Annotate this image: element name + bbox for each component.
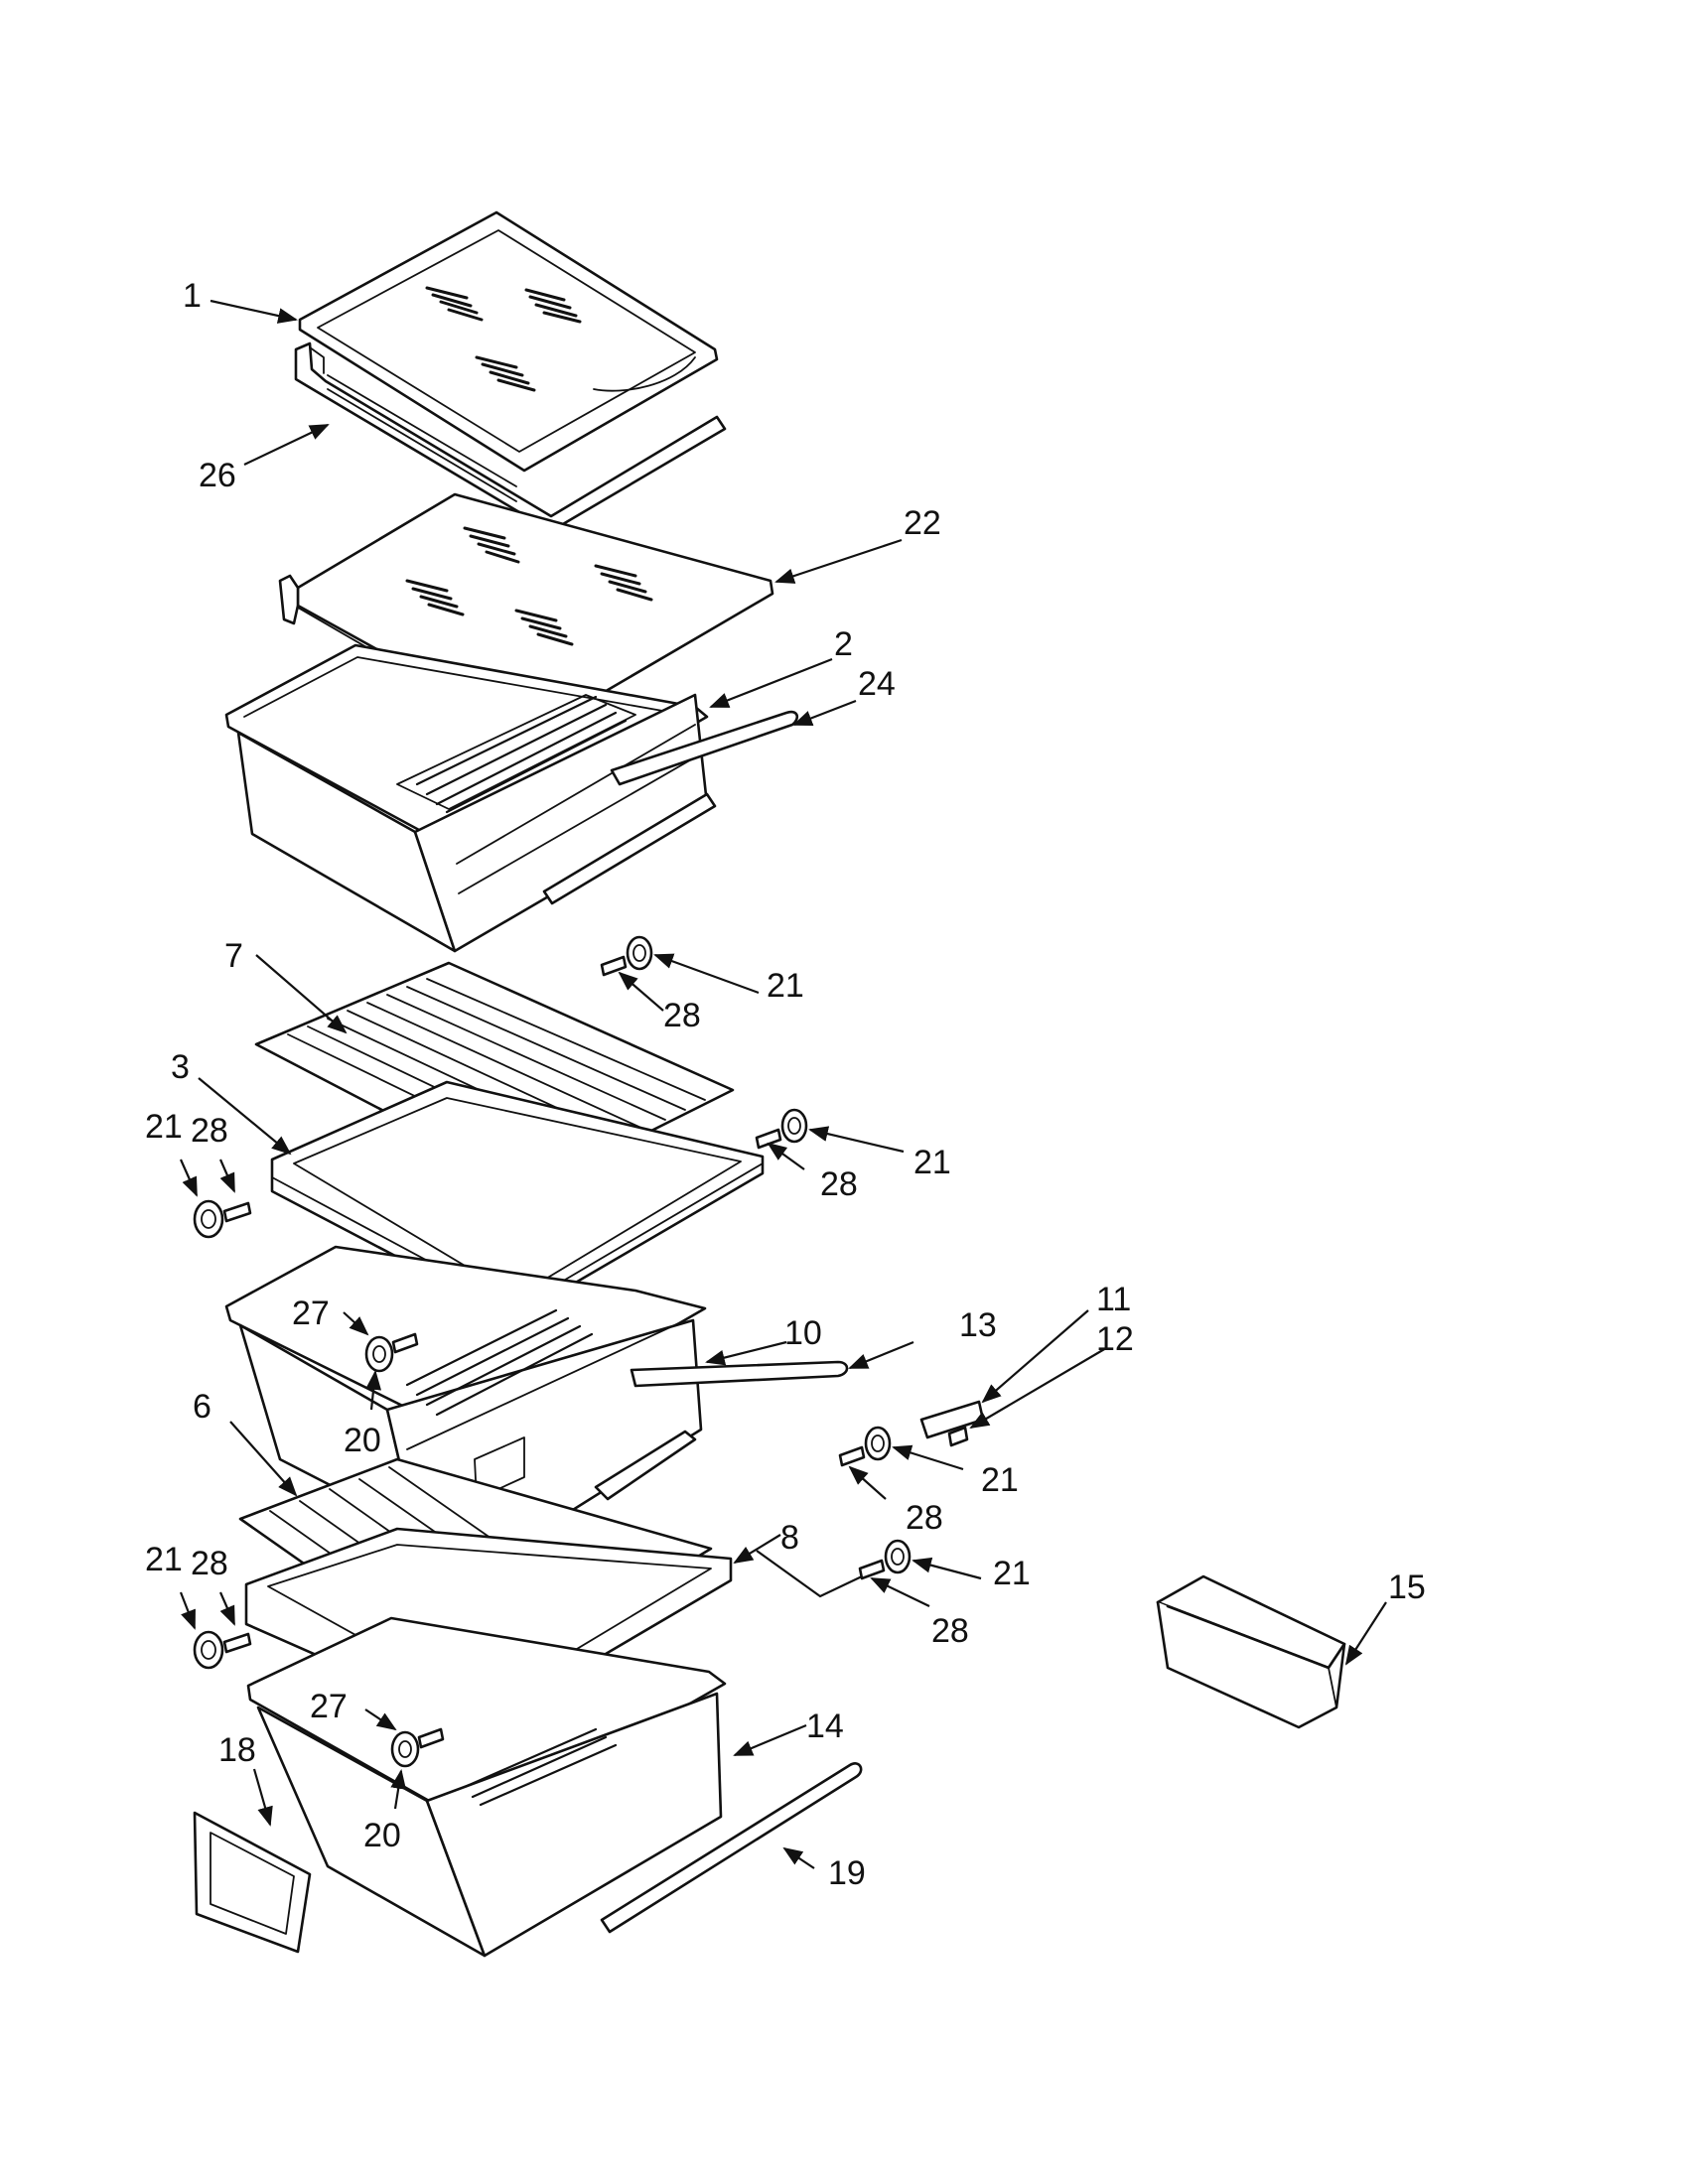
callout-26: 26	[199, 457, 236, 494]
callout-7: 7	[224, 937, 243, 975]
roller-27-lower	[390, 1727, 445, 1768]
leader-lines	[179, 299, 1387, 1869]
callout-27-upper: 27	[292, 1295, 330, 1332]
callout-10: 10	[784, 1314, 822, 1352]
clip-part-12	[947, 1426, 969, 1447]
screw-28-right-mid	[838, 1445, 866, 1467]
callout-28-right-mid: 28	[906, 1499, 943, 1537]
callout-21-right-mid: 21	[981, 1461, 1019, 1499]
callout-15: 15	[1388, 1569, 1426, 1606]
callout-24: 24	[858, 665, 896, 703]
callout-22: 22	[904, 504, 941, 542]
callout-13: 13	[959, 1306, 997, 1344]
callout-8: 8	[780, 1519, 799, 1557]
screw-28-left-lower	[222, 1632, 252, 1654]
roller-21-top	[626, 935, 653, 971]
callout-labels: 1 26 22 2 24 7 21 28 3 21 28 21 28 27 20…	[145, 277, 1426, 1892]
callout-11: 11	[1096, 1281, 1131, 1318]
callout-21-top: 21	[767, 967, 804, 1005]
roller-21-right-upper	[780, 1108, 808, 1144]
glass-shelf-insert-part-22	[278, 492, 774, 737]
roller-21-left-upper	[193, 1199, 224, 1239]
roller-21-left-lower	[193, 1630, 224, 1670]
drawer-trim-part-19	[600, 1762, 863, 1934]
callout-18: 18	[218, 1731, 256, 1769]
drawer-part-2	[224, 643, 717, 953]
callout-28-top: 28	[663, 997, 701, 1034]
callout-20-upper: 20	[344, 1422, 381, 1459]
callout-14: 14	[806, 1707, 844, 1745]
roller-21-right-mid	[864, 1426, 892, 1461]
shelf-frame-part-3	[270, 1080, 765, 1320]
screw-28-right-upper	[755, 1128, 782, 1150]
callout-21-right-upper: 21	[913, 1144, 951, 1181]
callout-20-lower: 20	[363, 1817, 401, 1854]
callout-6: 6	[193, 1388, 211, 1426]
callout-3: 3	[171, 1048, 190, 1086]
crisper-drawer-part-14	[246, 1616, 727, 1958]
callout-12: 12	[1096, 1320, 1134, 1358]
door-bin-part-15	[1156, 1574, 1346, 1729]
callout-21-right-lower: 21	[993, 1555, 1031, 1592]
callout-21-left-upper: 21	[145, 1108, 183, 1146]
callout-1: 1	[183, 277, 202, 315]
callout-21-left-lower: 21	[145, 1541, 183, 1578]
callout-28-right-upper: 28	[820, 1165, 858, 1203]
callout-19: 19	[828, 1854, 866, 1892]
shelf-frame-part-26	[294, 341, 727, 533]
callout-28-right-lower: 28	[931, 1612, 969, 1650]
callout-2: 2	[834, 625, 853, 663]
glass-shelf-part-1	[298, 210, 719, 473]
screw-28-top	[600, 955, 628, 977]
label-holder-part-18	[193, 1811, 312, 1954]
drawer-trim-part-13	[630, 1360, 849, 1388]
screw-28-left-upper	[222, 1201, 252, 1223]
roller-parts	[193, 935, 912, 1768]
callout-28-left-upper: 28	[191, 1112, 228, 1150]
callout-28-left-lower: 28	[191, 1545, 228, 1582]
screw-28-right-lower	[858, 1559, 886, 1580]
roller-21-right-lower	[884, 1539, 912, 1574]
callout-27-lower: 27	[310, 1688, 348, 1725]
